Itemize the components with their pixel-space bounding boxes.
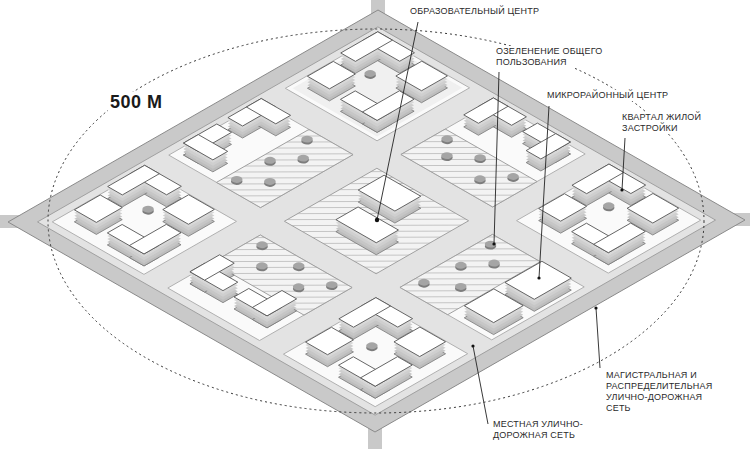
callout-label: МИКРОРАЙОННЫЙ ЦЕНТР: [545, 90, 690, 101]
callout-label: ОБРАЗОВАТЕЛЬНЫЙ ЦЕНТР: [408, 6, 573, 17]
callout-label: МАГИСТРАЛЬНАЯ И РАСПРЕДЕЛИТЕЛЬНАЯ УЛИЧНО…: [604, 370, 728, 414]
radius-label: 500 М: [108, 92, 165, 112]
callout-label: ОЗЕЛЕНЕНИЕ ОБЩЕГО ПОЛЬЗОВАНИЯ: [494, 46, 616, 68]
buildings: [67, 32, 690, 401]
leader-dots: [375, 188, 624, 347]
ground-plan: [8, 10, 745, 432]
leader-lines: [377, 22, 625, 424]
trees: [125, 67, 620, 353]
callout-label: МЕСТНАЯ УЛИЧНО-ДОРОЖНАЯ СЕТЬ: [491, 419, 623, 441]
callout-label: КВАРТАЛ ЖИЛОЙ ЗАСТРОЙКИ: [620, 112, 724, 134]
radius-circle: [48, 29, 704, 413]
